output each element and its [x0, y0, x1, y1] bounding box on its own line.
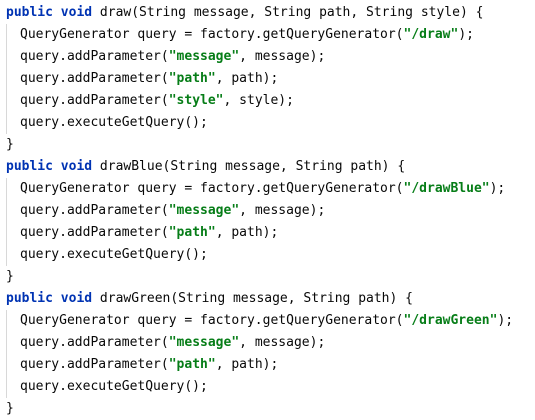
indent-guide	[6, 310, 20, 332]
indent-guide	[6, 244, 20, 266]
code-line: public void drawBlue(String message, Str…	[6, 156, 535, 178]
code-text: );	[489, 181, 506, 196]
code-editor[interactable]: public void draw(String message, String …	[6, 2, 535, 420]
code-text: query.addParameter(	[20, 203, 169, 218]
indent-guide	[6, 178, 20, 200]
code-text: query.executeGetQuery();	[20, 115, 208, 130]
code-string-literal: "message"	[168, 203, 240, 218]
indent-guide	[6, 222, 20, 244]
code-string-literal: "path"	[168, 225, 216, 240]
code-line: }	[6, 266, 535, 288]
indent-guide	[6, 112, 20, 134]
code-line: query.executeGetQuery();	[6, 376, 535, 398]
code-text: draw(String message, String path, String…	[92, 5, 484, 20]
code-text: , path);	[215, 357, 279, 372]
code-text: , message);	[239, 335, 326, 350]
code-line: query.addParameter("message", message);	[6, 200, 535, 222]
code-string-literal: "/draw"	[403, 27, 459, 42]
indent-guide	[6, 46, 20, 68]
code-string-literal: "path"	[168, 71, 216, 86]
code-text: drawBlue(String message, String path) {	[92, 159, 406, 174]
code-line: query.addParameter("message", message);	[6, 332, 535, 354]
code-text: QueryGenerator query = factory.getQueryG…	[20, 313, 404, 328]
code-line: QueryGenerator query = factory.getQueryG…	[6, 310, 535, 332]
code-keyword: public void	[6, 291, 93, 306]
code-string-literal: "message"	[168, 335, 240, 350]
code-string-literal: "style"	[168, 93, 224, 108]
code-keyword: public void	[6, 5, 93, 20]
code-line: query.addParameter("style", style);	[6, 90, 535, 112]
code-text: query.addParameter(	[20, 225, 169, 240]
code-string-literal: "message"	[168, 49, 240, 64]
code-line: query.executeGetQuery();	[6, 244, 535, 266]
code-text: , message);	[239, 49, 326, 64]
code-line: }	[6, 398, 535, 420]
code-line: query.addParameter("path", path);	[6, 354, 535, 376]
indent-guide	[6, 200, 20, 222]
indent-guide	[6, 24, 20, 46]
code-line: query.addParameter("message", message);	[6, 46, 535, 68]
code-string-literal: "/drawGreen"	[403, 313, 498, 328]
code-text: , style);	[223, 93, 294, 108]
code-text: , message);	[239, 203, 326, 218]
code-line: public void draw(String message, String …	[6, 2, 535, 24]
code-text: , path);	[215, 71, 279, 86]
indent-guide	[6, 90, 20, 112]
code-text: }	[6, 137, 14, 152]
code-text: }	[6, 269, 14, 284]
code-text: }	[6, 401, 14, 416]
code-text: , path);	[215, 225, 279, 240]
code-line: }	[6, 134, 535, 156]
code-string-literal: "/drawBlue"	[403, 181, 490, 196]
code-text: QueryGenerator query = factory.getQueryG…	[20, 181, 404, 196]
indent-guide	[6, 376, 20, 398]
indent-guide	[6, 354, 20, 376]
code-string-literal: "path"	[168, 357, 216, 372]
code-text: drawGreen(String message, String path) {	[92, 291, 413, 306]
code-text: query.addParameter(	[20, 93, 169, 108]
code-line: query.addParameter("path", path);	[6, 68, 535, 90]
code-keyword: public void	[6, 159, 93, 174]
code-text: );	[458, 27, 474, 42]
code-text: query.executeGetQuery();	[20, 379, 208, 394]
indent-guide	[6, 332, 20, 354]
code-line: query.addParameter("path", path);	[6, 222, 535, 244]
code-text: query.addParameter(	[20, 71, 169, 86]
code-text: query.executeGetQuery();	[20, 247, 208, 262]
code-line: public void drawGreen(String message, St…	[6, 288, 535, 310]
code-text: );	[497, 313, 514, 328]
code-text: query.addParameter(	[20, 49, 169, 64]
code-line: QueryGenerator query = factory.getQueryG…	[6, 24, 535, 46]
code-line: QueryGenerator query = factory.getQueryG…	[6, 178, 535, 200]
code-text: query.addParameter(	[20, 335, 169, 350]
code-line: query.executeGetQuery();	[6, 112, 535, 134]
code-text: QueryGenerator query = factory.getQueryG…	[20, 27, 404, 42]
indent-guide	[6, 68, 20, 90]
code-text: query.addParameter(	[20, 357, 169, 372]
